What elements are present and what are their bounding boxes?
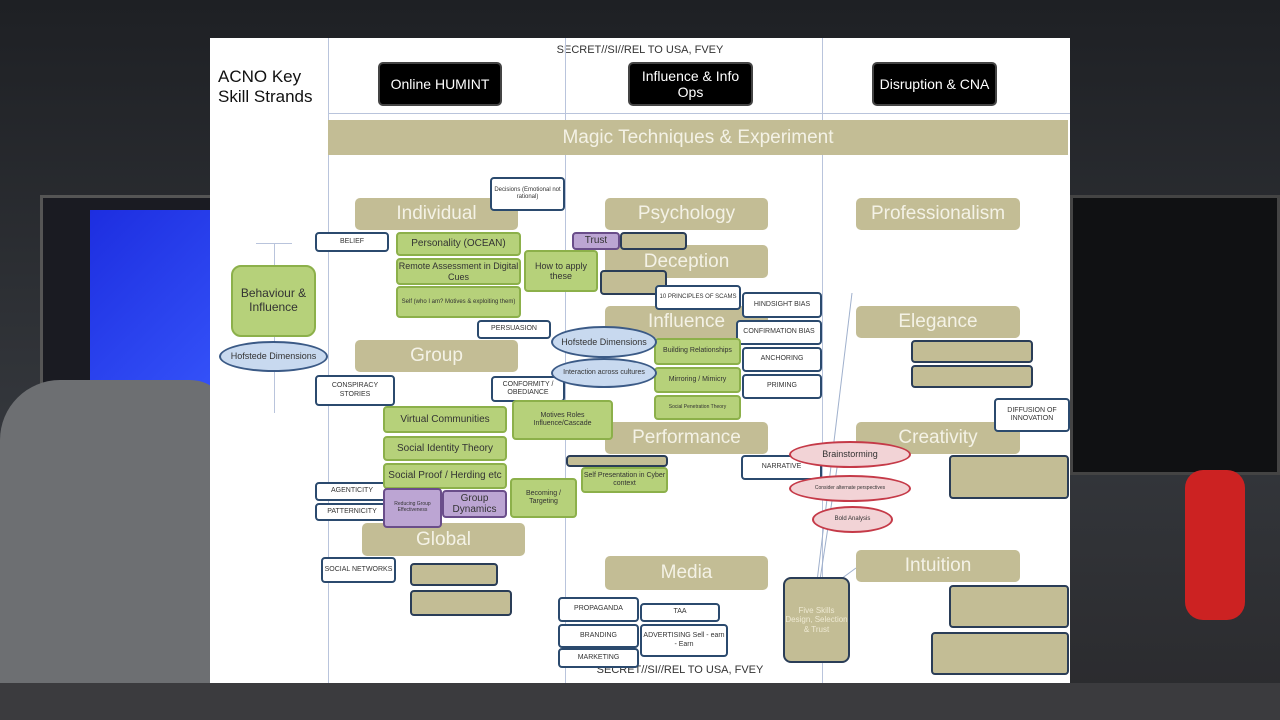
banner-magic-techniques: Magic Techniques & Experiment: [328, 120, 1068, 155]
five-skills-box: Five Skills Design, Selection & Trust: [783, 577, 850, 663]
virtual-communities-box: Virtual Communities: [383, 406, 507, 433]
strand-influence-info-ops: Influence & Info Ops: [628, 62, 753, 106]
alternate-perspectives-ellipse: Consider alternate perspectives: [789, 475, 911, 502]
advertising-box: ADVERTISING Sell - earn - Earn: [640, 624, 728, 657]
hindsight-bias-box: HINDSIGHT BIAS: [742, 292, 822, 318]
anchoring-box: ANCHORING: [742, 347, 822, 372]
self-box: Self (who I am? Motives & exploiting the…: [396, 286, 521, 318]
category-performance: Performance: [605, 422, 768, 454]
trust-detail-box: [620, 232, 687, 250]
group-dynamics-box: Group Dynamics: [442, 490, 507, 518]
header-divider: [328, 113, 1070, 114]
building-relationships-box: Building Relationships: [654, 338, 741, 365]
persuasion-box: PERSUASION: [477, 320, 551, 339]
category-creativity: Creativity: [856, 422, 1020, 454]
classification-top: SECRET//SI//REL TO USA, FVEY: [556, 44, 724, 56]
social-penetration-box: Social Penetration Theory: [654, 395, 741, 420]
conspiracy-stories-box: CONSPIRACY STORIES: [315, 375, 395, 406]
connector-line: [256, 243, 292, 244]
motives-box: Motives Roles Influence/Cascade: [512, 400, 613, 440]
patternicity-box: PATTERNICITY: [315, 503, 389, 521]
page-title: ACNO Key Skill Strands: [218, 67, 313, 106]
remote-assessment-box: Remote Assessment in Digital Cues: [396, 258, 521, 285]
conformity-box: CONFORMITY / OBEDIANCE: [491, 376, 565, 402]
strand-online-humint: Online HUMINT: [378, 62, 502, 106]
propaganda-box: PROPAGANDA: [558, 597, 639, 622]
category-global: Global: [362, 523, 525, 556]
slide: SECRET//SI//REL TO USA, FVEY SECRET//SI/…: [210, 38, 1070, 683]
analysis-ellipse: Bold Analysis: [812, 506, 893, 533]
person-jacket: [0, 380, 230, 720]
creativity-detail-box: [949, 455, 1069, 499]
category-psychology: Psychology: [605, 198, 768, 230]
interaction-across-cultures-ellipse: Interaction across cultures: [551, 358, 657, 388]
category-elegance: Elegance: [856, 306, 1020, 338]
personality-box: Personality (OCEAN): [396, 232, 521, 256]
becoming-targeting-box: Becoming / Targeting: [510, 478, 577, 518]
hofstede-dimensions-ellipse: Hofstede Dimensions: [219, 341, 328, 372]
category-professionalism: Professionalism: [856, 198, 1020, 230]
global-detail-box: [410, 590, 512, 616]
classification-bottom: SECRET//SI//REL TO USA, FVEY: [596, 664, 764, 676]
agenticity-box: AGENTICITY: [315, 482, 389, 501]
red-bottle: [1185, 470, 1245, 620]
elegance-detail-box: [911, 340, 1033, 363]
category-media: Media: [605, 556, 768, 590]
category-intuition: Intuition: [856, 550, 1020, 582]
confirmation-bias-box: CONFIRMATION BIAS: [736, 320, 822, 345]
marketing-box: MARKETING: [558, 648, 639, 668]
diffusion-of-innovation-box: DIFFUSION OF INNOVATION: [994, 398, 1070, 432]
self-presentation-box: Self Presentation in Cyber context: [581, 467, 668, 493]
desk-bottom: [0, 683, 1280, 720]
priming-box: PRIMING: [742, 374, 822, 399]
scams-box: 10 PRINCIPLES OF SCAMS: [655, 285, 741, 310]
column-divider: [328, 38, 329, 683]
intuition-detail-box: [949, 585, 1069, 628]
social-identity-box: Social Identity Theory: [383, 436, 507, 461]
belief-box: BELIEF: [315, 232, 389, 252]
brainstorming-ellipse: Brainstorming: [789, 441, 911, 468]
mirroring-box: Mirroring / Mimicry: [654, 367, 741, 393]
how-to-apply-box: How to apply these: [524, 250, 598, 292]
right-monitor: [1070, 195, 1280, 475]
hofstede-dimensions-ellipse: Hofstede Dimensions: [551, 326, 657, 358]
branding-box: BRANDING: [558, 624, 639, 648]
social-proof-box: Social Proof / Herding etc: [383, 463, 507, 489]
category-group: Group: [355, 340, 518, 372]
elegance-detail-box: [911, 365, 1033, 388]
strand-disruption-cna: Disruption & CNA: [872, 62, 997, 106]
decisions-box: Decisions (Emotional not rational): [490, 177, 565, 211]
taa-box: TAA: [640, 603, 720, 622]
column-divider: [822, 38, 823, 683]
social-networks-box: SOCIAL NETWORKS: [321, 557, 396, 583]
trust-box: Trust: [572, 232, 620, 250]
intuition-detail-box: [931, 632, 1069, 675]
behaviour-influence-box: Behaviour & Influence: [231, 265, 316, 337]
reducing-group-effectiveness-box: Reducing Group Effectiveness: [383, 488, 442, 528]
performance-detail-box: [566, 455, 668, 467]
global-detail-box: [410, 563, 498, 586]
column-divider: [565, 38, 566, 683]
